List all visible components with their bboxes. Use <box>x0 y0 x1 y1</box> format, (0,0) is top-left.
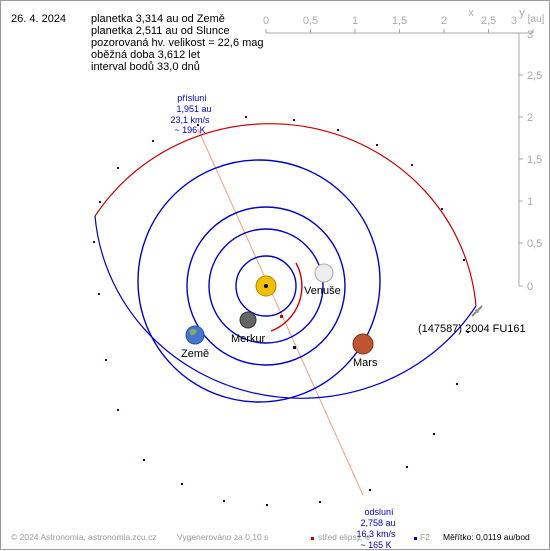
legend-center-marker <box>311 537 314 540</box>
venus-label: Venuše <box>304 285 341 297</box>
asteroid-icon <box>471 305 483 317</box>
aphelion-distance: 2,758 au <box>360 518 395 528</box>
x-tick-1: 0,5 <box>303 15 318 27</box>
perihelion-distance: 1,951 au <box>176 104 211 114</box>
mars-orbit <box>137 159 381 403</box>
inner-red-segment <box>270 262 303 332</box>
earth-orbit <box>186 206 346 366</box>
perihelion-speed: 23,1 km/s <box>170 115 210 125</box>
y-tick-3: 1,5 <box>527 154 542 166</box>
legend-f2-marker <box>414 537 417 540</box>
generation-time: Vygenerováno za 0,10 s <box>177 532 269 542</box>
unit-label: [au] <box>528 14 545 25</box>
mars-label: Mars <box>353 357 378 369</box>
scale-axis-y <box>518 32 523 287</box>
earth-icon <box>185 325 205 345</box>
y-tick-5: 0,5 <box>527 238 542 250</box>
perihelion-temperature: ~ 196 K <box>174 125 205 135</box>
perihelion-title: přísluní <box>177 93 207 103</box>
earth-land-icon <box>189 329 197 336</box>
magnitude: pozorovaná hv. velikost = 22,6 mag <box>91 37 264 49</box>
y-tick-0: 3 <box>527 29 533 41</box>
mars-icon <box>352 333 374 355</box>
legend-f2-label: F2 <box>420 532 430 542</box>
mercury-label: Merkur <box>231 333 266 345</box>
ellipse-center-marker <box>280 315 283 318</box>
y-tick-4: 1 <box>527 196 533 208</box>
x-tick-3: 1,5 <box>392 15 407 27</box>
x-tick-2: 1 <box>352 15 358 27</box>
y-axis-letter: y <box>519 7 525 19</box>
asteroid-orbit-red <box>94 123 477 307</box>
venus-icon <box>314 263 334 283</box>
date-label: 26. 4. 2024 <box>11 13 67 25</box>
aphelion-temperature: ~ 165 K <box>360 540 391 550</box>
x-tick-5: 2,5 <box>481 15 496 27</box>
scale-axis-x <box>265 29 534 34</box>
earth-distance: planetka 3,314 au od Země <box>91 13 225 25</box>
x-tick-0: 0 <box>263 15 269 27</box>
y-tick-1: 2,5 <box>527 70 542 82</box>
point-interval: interval bodů 33,0 dnů <box>91 61 200 73</box>
y-tick-2: 2 <box>527 112 533 124</box>
mercury-orbit <box>235 255 297 317</box>
sun-center-dot <box>264 284 268 288</box>
x-axis-letter: x <box>468 7 474 19</box>
info-panel: planetka 3,314 au od Země planetka 2,511… <box>91 13 264 73</box>
orbital-period: oběžná doba 3,612 let <box>91 49 200 61</box>
copyright: © 2024 Astronomia, astronomia.zcu.cz <box>11 532 157 542</box>
venus-orbit <box>208 228 324 344</box>
perihelion-info: přísluní 1,951 au 23,1 km/s ~ 196 K <box>170 93 211 135</box>
asteroid-orbit-blue <box>94 215 477 399</box>
x-tick-4: 2 <box>441 15 447 27</box>
aphelion-title: odsluní <box>364 507 394 517</box>
sun-distance: planetka 2,511 au od Slunce <box>91 25 230 37</box>
asteroid-label: (147587) 2004 FU161 <box>418 323 526 335</box>
earth-label: Země <box>181 348 209 360</box>
asteroid-orbit-points <box>93 116 413 411</box>
aphelion-info: odsluní 2,758 au 16,3 km/s ~ 165 K <box>356 507 396 550</box>
aphelion-speed: 16,3 km/s <box>356 529 396 539</box>
scale-label: Měřítko: 0,0119 au/bod <box>443 532 530 542</box>
legend-center-label: střed elipsy, o <box>318 532 370 542</box>
x-tick-6: 3 <box>511 15 517 27</box>
y-tick-6: 0 <box>527 281 533 293</box>
mercury-icon <box>239 311 257 329</box>
earth-orbit-points <box>143 208 469 506</box>
